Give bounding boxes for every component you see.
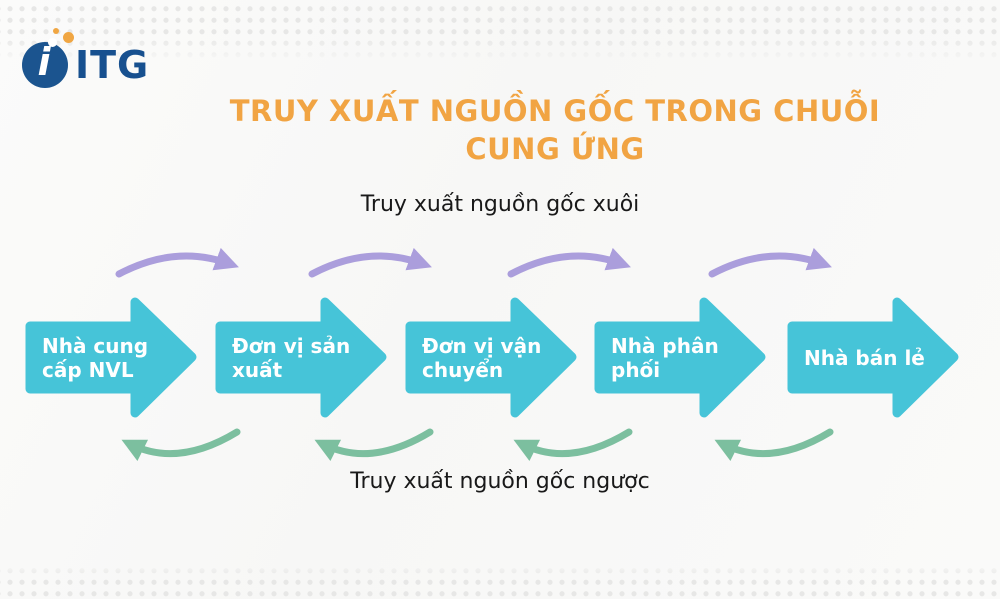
itg-logo-circle-icon: i xyxy=(22,28,74,88)
backward-traceability-label: Truy xuất nguồn gốc ngược xyxy=(350,469,650,494)
stage-label: Nhà bán lẻ xyxy=(804,345,925,370)
stage-transporter: Đơn vị vận chuyển xyxy=(402,295,580,420)
stage-label: Đơn vị sản xuất xyxy=(232,333,351,382)
stage-label: Nhà cung cấp NVL xyxy=(42,333,149,382)
forward-arc-icon xyxy=(507,247,631,278)
stage-distributor: Nhà phân phối xyxy=(591,295,769,420)
stage-supplier: Nhà cung cấp NVL xyxy=(22,295,200,420)
forward-traceability-label: Truy xuất nguồn gốc xuôi xyxy=(360,192,640,217)
itg-logo: i ITG xyxy=(22,28,150,88)
stage-manufacturer: Đơn vị sản xuất xyxy=(212,295,390,420)
backward-arc-icon xyxy=(121,428,241,462)
forward-arc-icon xyxy=(115,247,239,278)
stage-label: Đơn vị vận chuyển xyxy=(422,333,542,382)
forward-arc-icon xyxy=(308,247,432,278)
logo-orange-dot-large-icon xyxy=(63,32,74,43)
stage-label: Nhà phân phối xyxy=(611,333,719,382)
logo-white-dot-icon xyxy=(48,38,57,47)
forward-arc-icon xyxy=(708,247,832,278)
brand-name: ITG xyxy=(75,43,150,87)
page-title: TRUY XUẤT NGUỒN GỐC TRONG CHUỖI CUNG ỨNG xyxy=(229,94,881,166)
dot-pattern-bottom xyxy=(0,562,1000,599)
logo-letter: i xyxy=(37,40,51,84)
backward-arc-icon xyxy=(714,428,834,462)
backward-arc-icon xyxy=(513,428,633,462)
stage-retailer: Nhà bán lẻ xyxy=(784,295,962,420)
backward-arc-icon xyxy=(314,428,434,462)
dot-pattern-top xyxy=(0,0,1000,64)
logo-orange-dot-small-icon xyxy=(53,28,59,34)
